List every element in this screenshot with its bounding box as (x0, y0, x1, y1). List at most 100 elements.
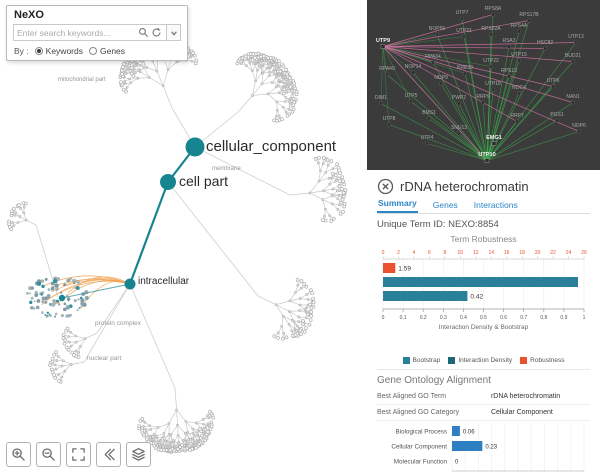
network-node[interactable]: EMG1 (486, 135, 502, 146)
network-node-label: RPS17B (519, 12, 539, 18)
search-icon[interactable] (137, 26, 150, 39)
bar (452, 441, 483, 451)
network-node[interactable]: UTP10 (478, 152, 496, 163)
radio-genes-dot[interactable] (88, 47, 97, 55)
network-node[interactable]: DIM1 (375, 95, 387, 106)
radio-keywords[interactable]: Keywords (34, 46, 83, 56)
close-icon[interactable] (377, 178, 394, 195)
svg-text:26: 26 (581, 250, 587, 256)
network-node-label: KRE33 (457, 65, 473, 71)
network-node[interactable]: UTP9 (376, 38, 390, 49)
gene-network-panel[interactable]: UTP7 RPS8A RPS17B UTP13 NOP56 UTP21 RPS22A RPS4… (367, 0, 600, 170)
radio-keywords-dot[interactable] (34, 47, 43, 55)
network-node[interactable]: RPA49 (379, 66, 395, 77)
network-node[interactable]: NOC4 (512, 85, 526, 96)
go-term-value: rDNA heterochromatin (490, 393, 561, 400)
canvas-controls (6, 442, 151, 467)
network-node-label: DIM1 (375, 95, 387, 101)
network-node[interactable]: HSC82 (537, 40, 553, 51)
radio-genes[interactable]: Genes (88, 46, 126, 56)
svg-text:18: 18 (519, 250, 525, 256)
unique-term-id-label: Unique Term ID: (377, 219, 446, 230)
network-node[interactable]: UTP6 (547, 78, 560, 89)
network-node[interactable]: UTP21 (456, 28, 472, 39)
collapse-button[interactable] (96, 442, 121, 467)
zoom-in-button[interactable] (6, 442, 31, 467)
tree-node-label-nuclear-part[interactable]: nuclear part (87, 355, 122, 362)
network-node[interactable]: NOP14 (405, 64, 422, 75)
radio-genes-label: Genes (99, 46, 126, 56)
chevron-down-icon[interactable] (167, 24, 181, 41)
network-node[interactable]: SNU13 (451, 125, 467, 136)
network-node-label: HSC82 (537, 40, 553, 46)
network-node[interactable]: PGS1 (550, 112, 564, 123)
network-node[interactable]: BMS1 (422, 110, 436, 121)
detail-tabs: Summary Genes Interactions (377, 196, 590, 214)
network-node-label: RPS13 (501, 68, 517, 74)
network-node[interactable]: UTP5 (405, 93, 418, 104)
term-title: rDNA heterochromatin (400, 178, 529, 194)
network-node[interactable]: UTP15 (511, 52, 527, 63)
network-node[interactable]: RPS17B (519, 12, 539, 23)
network-node[interactable]: PWP2 (452, 95, 466, 106)
network-node[interactable]: RPS4A (511, 23, 528, 34)
zoom-out-button[interactable] (36, 442, 61, 467)
network-node-label: UTP8 (383, 116, 396, 122)
svg-text:1.59: 1.59 (398, 266, 411, 273)
unique-term-id: Unique Term ID: NEXO:8854 (377, 214, 590, 232)
legend-robustness: Robustness (520, 357, 565, 364)
ontology-tree-canvas[interactable]: cellular_component cell part intracellul… (0, 0, 367, 473)
network-node[interactable]: BUD21 (565, 53, 581, 64)
network-node[interactable]: UTP22 (483, 58, 499, 69)
tab-interactions[interactable]: Interactions (473, 200, 518, 210)
svg-text:Biological Process: Biological Process (396, 429, 447, 436)
network-node[interactable]: RSA3 (502, 38, 516, 49)
network-node[interactable]: RPS22A (481, 26, 501, 37)
svg-text:16: 16 (504, 250, 510, 256)
tab-genes[interactable]: Genes (432, 200, 458, 210)
svg-text:0: 0 (382, 250, 385, 256)
svg-text:Interaction Density & Bootstra: Interaction Density & Bootstrap (439, 324, 529, 331)
zoom-in-icon (12, 448, 25, 461)
network-node-label: UTP10 (478, 152, 495, 158)
network-node[interactable]: RPS13 (501, 68, 517, 79)
svg-text:Cellular Component: Cellular Component (391, 444, 447, 451)
network-node[interactable]: NAN1 (566, 94, 580, 105)
tree-node-label-membrane[interactable]: membrane (212, 166, 241, 172)
reset-search-icon[interactable] (150, 26, 163, 39)
network-node-label: RPA34 (425, 54, 441, 60)
chart-legend: Bootstrap Interaction Density Robustness (377, 354, 590, 367)
svg-text:20: 20 (535, 250, 541, 256)
network-node-label: SNU13 (451, 125, 467, 131)
network-node[interactable]: RPS8A (485, 6, 502, 17)
network-node[interactable]: UTP7 (456, 10, 469, 21)
network-node[interactable]: RRP9 (476, 94, 490, 105)
network-node[interactable]: KRE33 (457, 65, 473, 76)
tree-node-label-cell-part[interactable]: cell part (179, 173, 229, 189)
network-node-label: BUD21 (565, 53, 581, 59)
network-node[interactable]: UTP8 (383, 116, 396, 127)
fit-to-screen-button[interactable] (66, 442, 91, 467)
svg-text:2: 2 (397, 250, 400, 256)
layers-button[interactable] (126, 442, 151, 467)
network-node-label: UTP18 (485, 81, 501, 87)
search-input[interactable] (17, 27, 137, 38)
tree-node-label-intracellular[interactable]: intracellular (138, 276, 190, 287)
network-node-label: UTP5 (405, 93, 418, 99)
svg-text:0.3: 0.3 (440, 315, 447, 321)
network-node[interactable]: NOP56 (429, 26, 446, 37)
network-node[interactable]: NOP6 (572, 123, 586, 134)
tree-node-label-protein-complex[interactable]: protein complex (95, 320, 141, 327)
network-node[interactable]: RPA34 (425, 54, 441, 65)
tab-summary[interactable]: Summary (377, 198, 418, 213)
network-node[interactable]: NOP9 (434, 75, 448, 86)
tree-node-label-cellular-component[interactable]: cellular_component (206, 138, 337, 155)
network-node[interactable]: RRP7 (510, 113, 524, 124)
network-node-label: UTP21 (456, 28, 472, 34)
network-node[interactable]: UTP4 (421, 135, 434, 146)
search-widget: NeXO By : Key (6, 5, 188, 61)
network-node[interactable]: UTP13 (568, 34, 584, 45)
network-node[interactable]: UTP18 (485, 81, 501, 92)
tree-node-label-mitochondrial-part[interactable]: mitochondrial part (58, 77, 106, 83)
